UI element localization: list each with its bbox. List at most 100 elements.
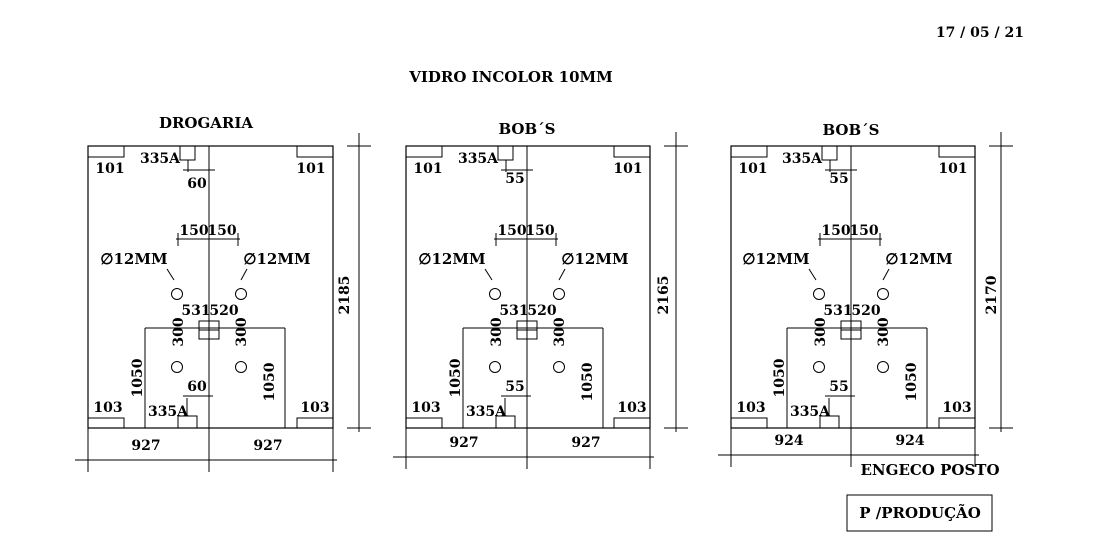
hole-height-right: 1050 — [904, 362, 920, 401]
center-dimension-right: 520 — [209, 303, 238, 319]
lock-fitting-top — [821, 145, 838, 161]
hole-height-left: 1050 — [772, 358, 788, 397]
hole-height-left: 1050 — [448, 358, 464, 397]
hole-diameter-left-leader — [808, 268, 817, 281]
lock-offset-bottom: 55 — [829, 379, 848, 395]
lock-offset-bottom: 60 — [187, 379, 207, 395]
hole-diameter-right-label: ∅12MM — [885, 250, 952, 268]
corner-label-top-left: 101 — [95, 161, 124, 177]
hole-upper-left — [489, 288, 501, 300]
panel-title: BOB´S — [822, 121, 879, 139]
hole-upper-right — [877, 288, 889, 300]
corner-label-top-left: 101 — [738, 161, 767, 177]
hole-lower-right — [553, 361, 565, 373]
hole-lower-left — [489, 361, 501, 373]
hole-vertical-spacing-left: 300 — [489, 317, 505, 346]
center-dimension-left: 531 — [181, 303, 210, 319]
corner-fitting-top-right — [296, 145, 334, 158]
hole-vertical-spacing-right: 300 — [876, 317, 892, 346]
center-dimension-left: 531 — [499, 303, 528, 319]
corner-label-top-right: 101 — [938, 161, 967, 177]
width-left-label: 924 — [774, 433, 803, 449]
hole-vertical-spacing-right: 300 — [552, 317, 568, 346]
lock-label-bottom: 335A — [466, 404, 507, 420]
corner-label-top-right: 101 — [613, 161, 642, 177]
panel-title: BOB´S — [498, 120, 555, 138]
hole-upper-left — [171, 288, 183, 300]
hole-vertical-spacing-left: 300 — [813, 317, 829, 346]
hole-lower-right — [877, 361, 889, 373]
width-left-label: 927 — [449, 435, 478, 451]
hole-spacing-left-label: 150 — [821, 223, 850, 239]
hole-diameter-right-leader — [240, 268, 248, 281]
lock-offset-top: 55 — [505, 171, 524, 187]
hole-diameter-right-label: ∅12MM — [561, 250, 628, 268]
hole-lower-left — [813, 361, 825, 373]
lock-fitting-top — [497, 145, 514, 161]
corner-fitting-top-right — [938, 145, 976, 158]
corner-label-bottom-left: 103 — [411, 400, 440, 416]
hole-diameter-right-leader — [558, 268, 566, 281]
lock-offset-top: 60 — [187, 176, 207, 192]
hole-diameter-left-label: ∅12MM — [742, 250, 809, 268]
hole-upper-left — [813, 288, 825, 300]
material-spec: VIDRO INCOLOR 10MM — [408, 68, 613, 86]
hole-spacing-left-label: 150 — [179, 223, 208, 239]
hole-lower-right — [235, 361, 247, 373]
client-name: ENGECO POSTO — [860, 461, 999, 479]
status-box: P /PRODUÇÃO — [846, 494, 993, 532]
corner-fitting-top-left — [87, 145, 125, 158]
hole-height-left: 1050 — [130, 358, 146, 397]
hole-vertical-spacing-right: 300 — [234, 317, 250, 346]
corner-fitting-bottom-right — [613, 417, 651, 429]
corner-label-top-right: 101 — [296, 161, 325, 177]
lock-label-bottom: 335A — [148, 404, 189, 420]
lock-offset-bottom: 55 — [505, 379, 524, 395]
overall-height-label: 2170 — [984, 275, 1000, 314]
corner-fitting-top-left — [405, 145, 443, 158]
hole-diameter-right-label: ∅12MM — [243, 250, 310, 268]
panel-outline — [87, 145, 334, 429]
width-left-label: 927 — [131, 438, 160, 454]
hole-spacing-left-label: 150 — [497, 223, 526, 239]
overall-height-label: 2165 — [656, 276, 672, 315]
corner-label-bottom-right: 103 — [942, 400, 971, 416]
hole-spacing-right-label: 150 — [207, 223, 236, 239]
corner-label-bottom-right: 103 — [617, 400, 646, 416]
hole-diameter-left-leader — [484, 268, 493, 281]
hole-height-right: 1050 — [262, 362, 278, 401]
hole-spacing-right-label: 150 — [525, 223, 554, 239]
hole-vertical-spacing-left: 300 — [171, 317, 187, 346]
panel-title: DROGARIA — [159, 114, 253, 132]
lock-label-top: 335A — [140, 151, 181, 167]
corner-label-top-left: 101 — [413, 161, 442, 177]
status-label: P /PRODUÇÃO — [859, 503, 981, 522]
corner-fitting-bottom-left — [405, 417, 443, 429]
corner-label-bottom-left: 103 — [736, 400, 765, 416]
corner-label-bottom-left: 103 — [93, 400, 122, 416]
hole-upper-right — [553, 288, 565, 300]
panel-outline — [730, 145, 976, 429]
hole-diameter-left-label: ∅12MM — [100, 250, 167, 268]
hole-upper-right — [235, 288, 247, 300]
hole-diameter-right-leader — [882, 268, 890, 281]
corner-fitting-top-left — [730, 145, 768, 158]
hole-spacing-right-label: 150 — [849, 223, 878, 239]
corner-fitting-bottom-left — [87, 417, 125, 429]
lock-label-bottom: 335A — [790, 404, 831, 420]
center-dimension-right: 520 — [527, 303, 556, 319]
corner-label-bottom-right: 103 — [300, 400, 329, 416]
width-right-label: 924 — [895, 433, 924, 449]
hole-height-right: 1050 — [580, 362, 596, 401]
corner-fitting-bottom-left — [730, 417, 768, 429]
hole-diameter-left-label: ∅12MM — [418, 250, 485, 268]
hole-diameter-left-leader — [166, 268, 175, 281]
center-dimension-right: 520 — [851, 303, 880, 319]
panel-outline — [405, 145, 651, 429]
lock-label-top: 335A — [782, 151, 823, 167]
width-right-label: 927 — [571, 435, 600, 451]
